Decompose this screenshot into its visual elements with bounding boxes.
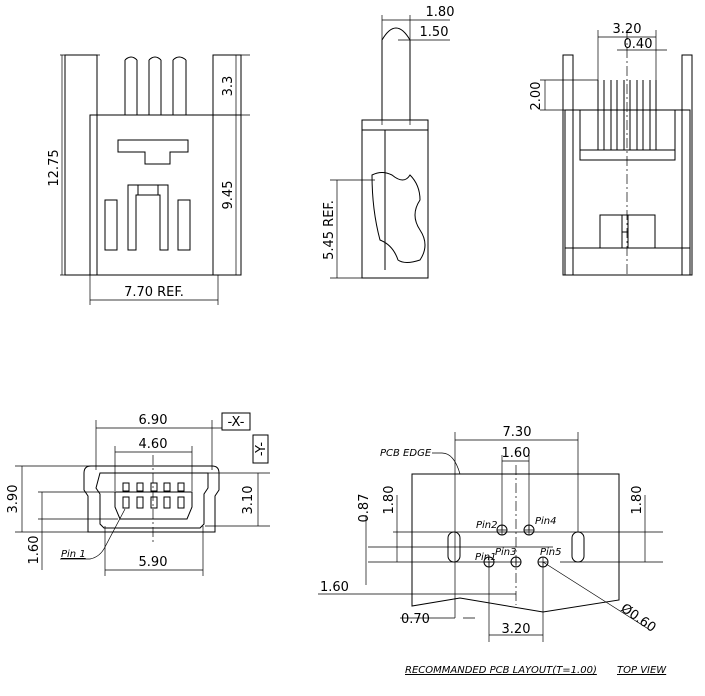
pcb-edge-label: PCB EDGE bbox=[380, 448, 432, 459]
dim-slot-width: 0.70 bbox=[401, 612, 430, 627]
dim-left-slot: 1.80 bbox=[382, 486, 397, 515]
side-view: 1.80 1.50 5.45 REF. bbox=[322, 5, 455, 279]
datum-y: -Y- bbox=[254, 442, 269, 457]
dim-side-top-inner: 1.50 bbox=[420, 25, 449, 40]
dim-shell-height: 3.90 bbox=[6, 485, 21, 514]
view-label: TOP VIEW bbox=[617, 665, 667, 676]
dim-front-pin-height: 3.3 bbox=[221, 76, 236, 97]
dim-inner-height: 3.10 bbox=[241, 486, 256, 515]
dim-edge-offset: 1.60 bbox=[320, 580, 349, 595]
dim-front-body-height: 9.45 bbox=[221, 181, 236, 210]
dim-hole-dia: Ø0.60 bbox=[618, 601, 659, 636]
front-view: 12.75 3.3 9.45 7.70 REF. bbox=[47, 54, 250, 305]
pin4-label: Pin4 bbox=[535, 516, 557, 527]
pin1-label: Pin 1 bbox=[61, 549, 86, 560]
dim-front-width-ref: 7.70 REF. bbox=[124, 285, 184, 300]
dim-right-slot: 1.80 bbox=[630, 486, 645, 515]
dim-front-height-total: 12.75 bbox=[47, 149, 62, 186]
dim-side-height-ref: 5.45 REF. bbox=[322, 200, 337, 260]
dim-inner-width: 4.60 bbox=[139, 437, 168, 452]
dim-pin-span: 3.20 bbox=[502, 622, 531, 637]
dim-rear-pin-pitch: 0.40 bbox=[624, 37, 653, 52]
pin3-label: Pin3 bbox=[495, 547, 517, 558]
dim-offset: 1.60 bbox=[27, 536, 42, 565]
dim-rear-pin-span: 3.20 bbox=[613, 22, 642, 37]
pcb-layout-caption: RECOMMANDED PCB LAYOUT(T=1.00) bbox=[405, 665, 597, 676]
dim-pin-pitch-top: 1.60 bbox=[502, 446, 531, 461]
dim-side-top-outer: 1.80 bbox=[426, 5, 455, 20]
dim-slot-span: 7.30 bbox=[503, 425, 532, 440]
pin2-label: Pin2 bbox=[476, 520, 498, 531]
dim-bottom-width: 5.90 bbox=[139, 555, 168, 570]
pin5-label: Pin5 bbox=[540, 547, 562, 558]
dim-row-offset: 0.87 bbox=[357, 494, 372, 523]
rear-view: 3.20 0.40 2.00 bbox=[529, 22, 693, 276]
dim-rear-pin-len: 2.00 bbox=[529, 82, 544, 111]
opening-view: -X- -Y- 6.90 4.60 3.90 1.60 3.10 5.90 Pi… bbox=[6, 412, 270, 576]
pin1-label: Pin1 bbox=[475, 552, 497, 563]
pcb-layout-view: PCB EDGE 7.30 1.60 0.87 1.80 1.80 1.60 0… bbox=[318, 425, 667, 676]
dim-shell-width: 6.90 bbox=[139, 413, 168, 428]
datum-x: -X- bbox=[228, 415, 245, 430]
